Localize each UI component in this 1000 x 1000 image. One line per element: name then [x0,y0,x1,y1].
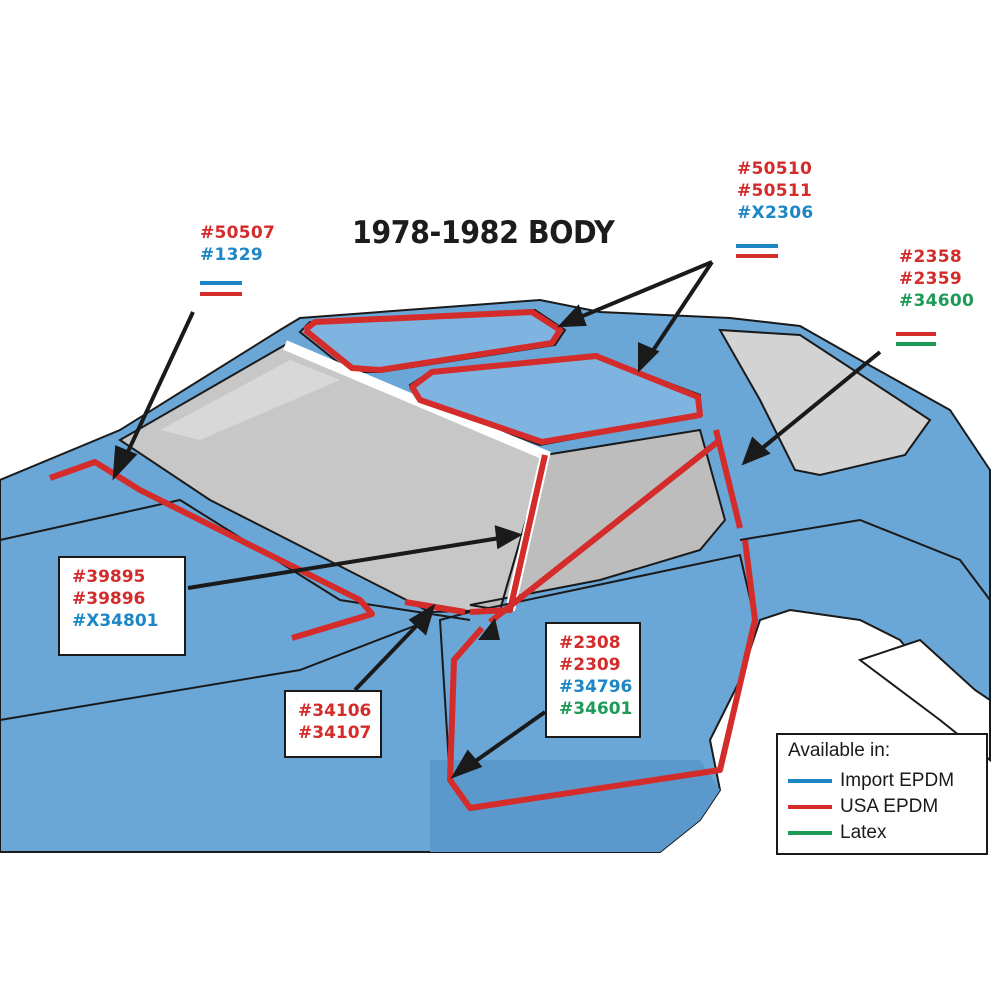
blue-red-flag-icon [736,244,778,248]
latex-swatch [788,831,832,835]
legend-item: Import EPDM [788,768,986,794]
fender-line [0,619,431,721]
cowl-seal [404,599,466,615]
label-rear-window: #2358 #2359 #34600 [899,246,974,312]
part-number: #34601 [559,699,633,719]
blue-red-flag-icon [736,254,778,258]
blue-red-flag-icon [200,281,242,285]
part-number: #39896 [72,589,146,609]
part-number: #34107 [298,723,372,743]
windshield-side-seal [469,454,548,615]
blue-red-flag-icon [200,288,242,292]
part-number: #1329 [200,245,264,265]
part-number: #34796 [559,677,633,697]
part-number: #50511 [737,181,813,201]
rear-quarter-line [739,518,991,601]
part-number: #X2306 [737,203,814,223]
usa-epdm-swatch [788,805,832,809]
legend-label: Latex [840,822,887,843]
legend-label: Import EPDM [840,770,955,791]
red-green-flag-icon [896,342,936,346]
windshield-reflection [160,360,340,440]
legend-label: USA EPDM [840,796,939,817]
wheel-arch [857,638,991,763]
label-cowl: #34106 #34107 [284,690,382,758]
windshield-pillar-seal [48,459,375,641]
door-seal-corner [478,618,500,640]
door-frame-seal [488,437,722,625]
rear-pillar-seal [713,429,743,529]
import-epdm-swatch [788,779,832,783]
legend-heading: Available in: [788,740,891,761]
seal-strips [48,309,758,811]
part-number: #34106 [298,701,372,721]
pointer-arrows [112,260,882,779]
label-windshield-pillar: #50507 #1329 [200,222,275,266]
part-number: #X34801 [72,611,159,631]
material-legend: Available in: Import EPDM USA EPDM Latex [776,733,988,855]
roof-seal-left [303,309,563,373]
diagram-title: 1978-1982 BODY [352,215,615,251]
part-number: #34600 [899,291,975,311]
label-windshield: #39895 #39896 #X34801 [58,556,186,656]
red-green-flag-icon [896,332,936,336]
part-number: #2309 [559,655,621,675]
legend-item: USA EPDM [788,794,986,820]
label-roof-panels: #50510 #50511 #X2306 [737,158,813,224]
part-number: #2359 [899,269,963,289]
rear-window-glass [718,328,932,477]
roof-seal-right [409,353,703,445]
part-number: #50507 [200,223,276,243]
part-number: #39895 [72,567,146,587]
part-number: #50510 [737,159,813,179]
door-seal [447,539,758,811]
blue-red-flag-icon [200,292,242,296]
part-number: #2308 [559,633,621,653]
part-number: #2358 [899,247,963,267]
legend-item: Latex [788,820,986,846]
label-door: #2308 #2309 #34796 #34601 [545,622,641,738]
